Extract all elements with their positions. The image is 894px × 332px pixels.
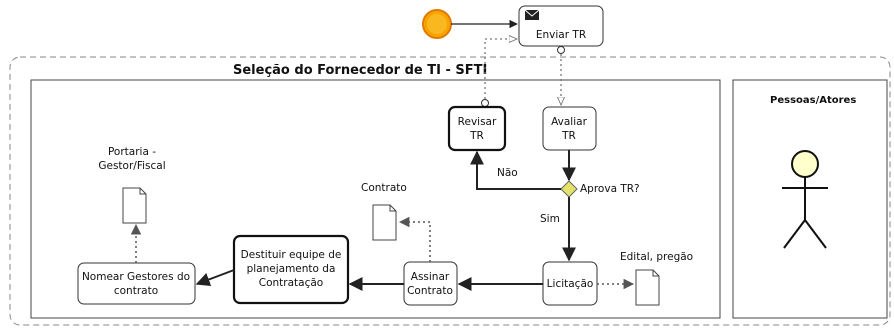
task-enviar-label: Enviar TR	[536, 29, 586, 41]
gateway-label: Aprova TR?	[580, 183, 640, 195]
task-destituir-equipe[interactable]: Destituir equipe de planejamento da Cont…	[232, 234, 350, 305]
assoc-assinar-contrato	[398, 216, 431, 262]
flow-nao	[470, 150, 561, 190]
task-nomear-line1: Nomear Gestores do	[82, 271, 190, 283]
task-assinar-line2: Contrato	[407, 285, 453, 297]
envelope-icon	[524, 9, 540, 20]
document-portaria-icon	[122, 187, 147, 224]
flow-nao-label: Não	[497, 167, 518, 179]
task-revisar-line2: TR	[469, 130, 484, 142]
task-avaliar-tr[interactable]: Avaliar TR	[542, 106, 597, 151]
document-portaria-line1: Portaria -	[108, 146, 156, 158]
task-licitacao-label: Licitação	[547, 278, 594, 290]
task-nomear-gestores[interactable]: Nomear Gestores do contrato	[77, 262, 196, 305]
pool-title: Seleção do Fornecedor de TI - SFTI	[233, 63, 487, 78]
task-assinar-contrato[interactable]: Assinar Contrato	[403, 261, 458, 306]
task-nomear-line2: contrato	[114, 285, 158, 297]
task-assinar-line1: Assinar	[411, 271, 450, 283]
task-licitacao[interactable]: Licitação	[542, 261, 598, 306]
task-destituir-line2: planejamento da	[247, 263, 336, 275]
flow-sim-label: Sim	[540, 213, 560, 225]
message-flow-revisar-enviar	[484, 39, 517, 99]
document-contrato-label: Contrato	[361, 182, 407, 194]
task-destituir-line3: Contratação	[259, 277, 323, 289]
actors-title: Pessoas/Atores	[770, 95, 856, 106]
task-avaliar-line1: Avaliar	[551, 116, 587, 128]
actor-icon	[782, 150, 828, 249]
task-avaliar-line2: TR	[561, 130, 576, 142]
document-edital-icon	[635, 269, 660, 306]
task-revisar-tr[interactable]: Revisar TR	[447, 105, 507, 152]
flow-destituir-nomear	[195, 269, 235, 287]
document-edital-label: Edital, pregão	[620, 251, 693, 263]
actors-lane	[732, 79, 888, 319]
document-contrato-icon	[372, 204, 397, 241]
document-portaria-line2: Gestor/Fiscal	[98, 160, 165, 172]
task-destituir-line1: Destituir equipe de	[241, 249, 342, 261]
pool-boundary	[9, 56, 891, 326]
task-revisar-line1: Revisar	[458, 116, 497, 128]
task-enviar-tr[interactable]: Enviar TR	[518, 5, 604, 47]
